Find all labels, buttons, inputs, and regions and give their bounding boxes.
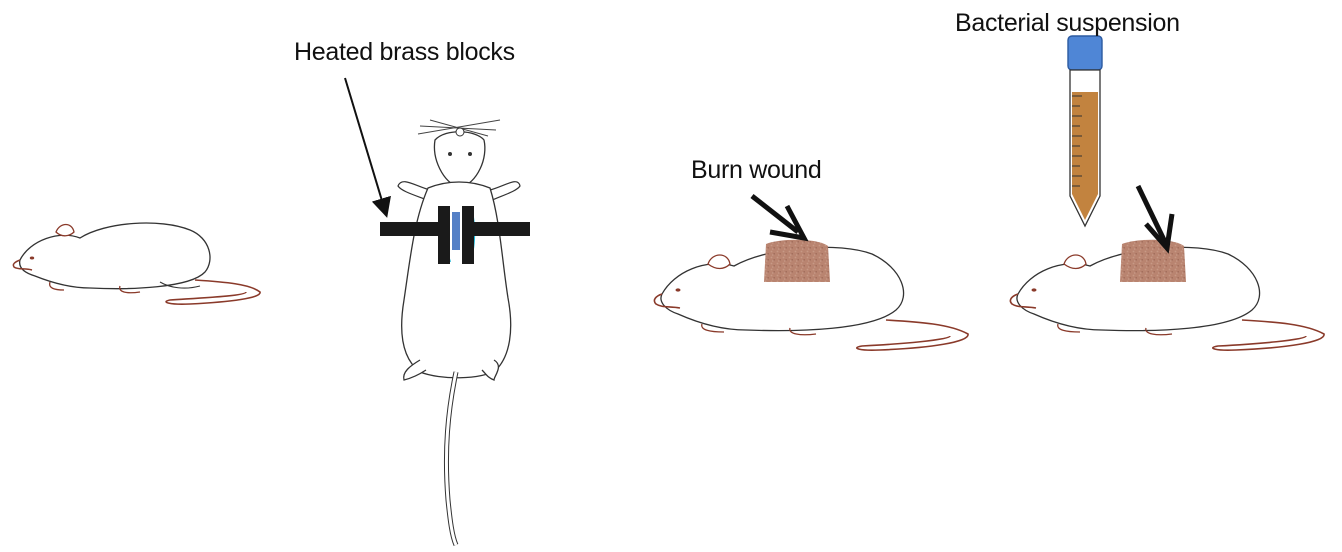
burn-patch xyxy=(1120,240,1186,282)
rat-illustration xyxy=(1010,240,1324,350)
rat-dorsal-illustration xyxy=(380,120,530,545)
burn-patch xyxy=(764,240,830,282)
label-burn-wound: Burn wound xyxy=(691,158,821,183)
label-bacterial-suspension: Bacterial suspension xyxy=(955,11,1180,36)
brass-block-arrow xyxy=(345,78,386,214)
rat-illustration xyxy=(13,223,260,304)
arrow-pointer xyxy=(1138,186,1172,248)
arrow-pointer xyxy=(752,196,804,238)
tube-icon xyxy=(1068,36,1102,226)
label-heated-brass-blocks: Heated brass blocks xyxy=(294,40,515,65)
rat-illustration xyxy=(654,240,968,350)
